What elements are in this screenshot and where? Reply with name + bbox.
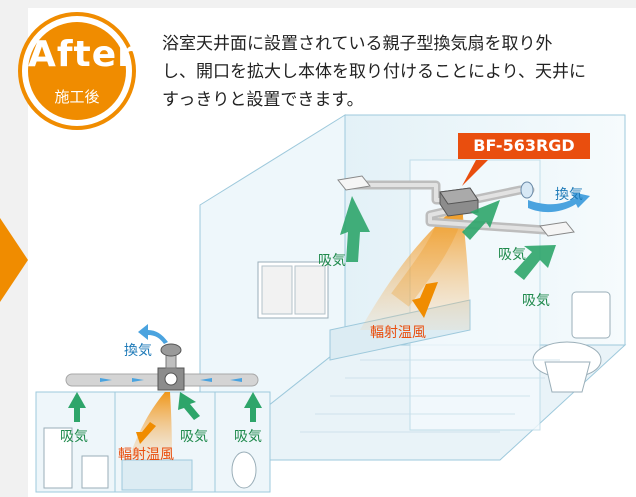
intake-arrow-icon [340,196,370,262]
small-toilet [231,451,257,489]
vanity-door [294,265,326,315]
ceiling-grille [539,221,575,237]
toilet-base [544,361,591,393]
after-badge: After 施工後 [18,12,136,130]
small-duct-flow [100,378,242,382]
radiant-arrow-icon [136,422,156,444]
small-intake-label: 吸気 [234,429,262,445]
small-radiant-label: 輻射温風 [118,447,174,463]
floor-grid [300,359,560,433]
main-intake-label: 吸気 [498,247,526,263]
main-exhaust-label: 換気 [555,187,583,203]
description-line: すっきりと設置できます。 [162,90,364,110]
description-line: 浴室天井面に設置されている親子型換気扇を取り外 [162,34,553,54]
model-callout-pointer [462,160,488,186]
model-label: BF-563RGD [458,133,590,159]
intake-arrow-icon [514,245,556,280]
after-badge-inner: After 施工後 [28,22,136,120]
small-vanity [43,427,73,489]
main-intake-label: 吸気 [318,253,346,269]
side-arrow-icon [0,218,28,302]
ventilation-unit-top [439,187,479,205]
radiant-heat-plume [360,205,470,330]
intake-arrow-icon [68,392,86,422]
small-exhaust-cap [160,343,182,357]
exhaust-arrow-icon [138,324,168,344]
small-bathtub [121,459,193,491]
small-washer [81,455,109,489]
main-intake-arrows [340,196,556,280]
ceiling-grille [337,175,371,191]
toilet-tank [571,291,611,339]
intake-arrow-icon [462,200,500,240]
after-badge-title: After [28,34,136,75]
main-radiant-label: 輻射温風 [370,325,426,341]
intake-arrow-icon [178,392,200,420]
intake-arrow-icon [244,392,262,422]
after-badge-subtitle: 施工後 [54,88,100,106]
description: 浴室天井面に設置されている親子型換気扇を取り外 し、開口を拡大し本体を取り付ける… [162,30,632,114]
small-unit-fan [164,372,178,386]
small-intake-label: 吸気 [60,429,88,445]
small-intake-arrows [68,392,262,422]
small-exhaust-label: 換気 [124,343,152,359]
exhaust-arrow-icon [528,192,590,213]
exhaust-pipe-cap [520,181,534,199]
radiant-arrow-icon [412,282,438,318]
small-intake-label: 吸気 [180,429,208,445]
vanity-door [261,265,293,315]
small-diagram [35,324,271,493]
main-intake-label: 吸気 [522,293,550,309]
description-line: し、開口を拡大し本体を取り付けることにより、天井に [162,62,586,82]
